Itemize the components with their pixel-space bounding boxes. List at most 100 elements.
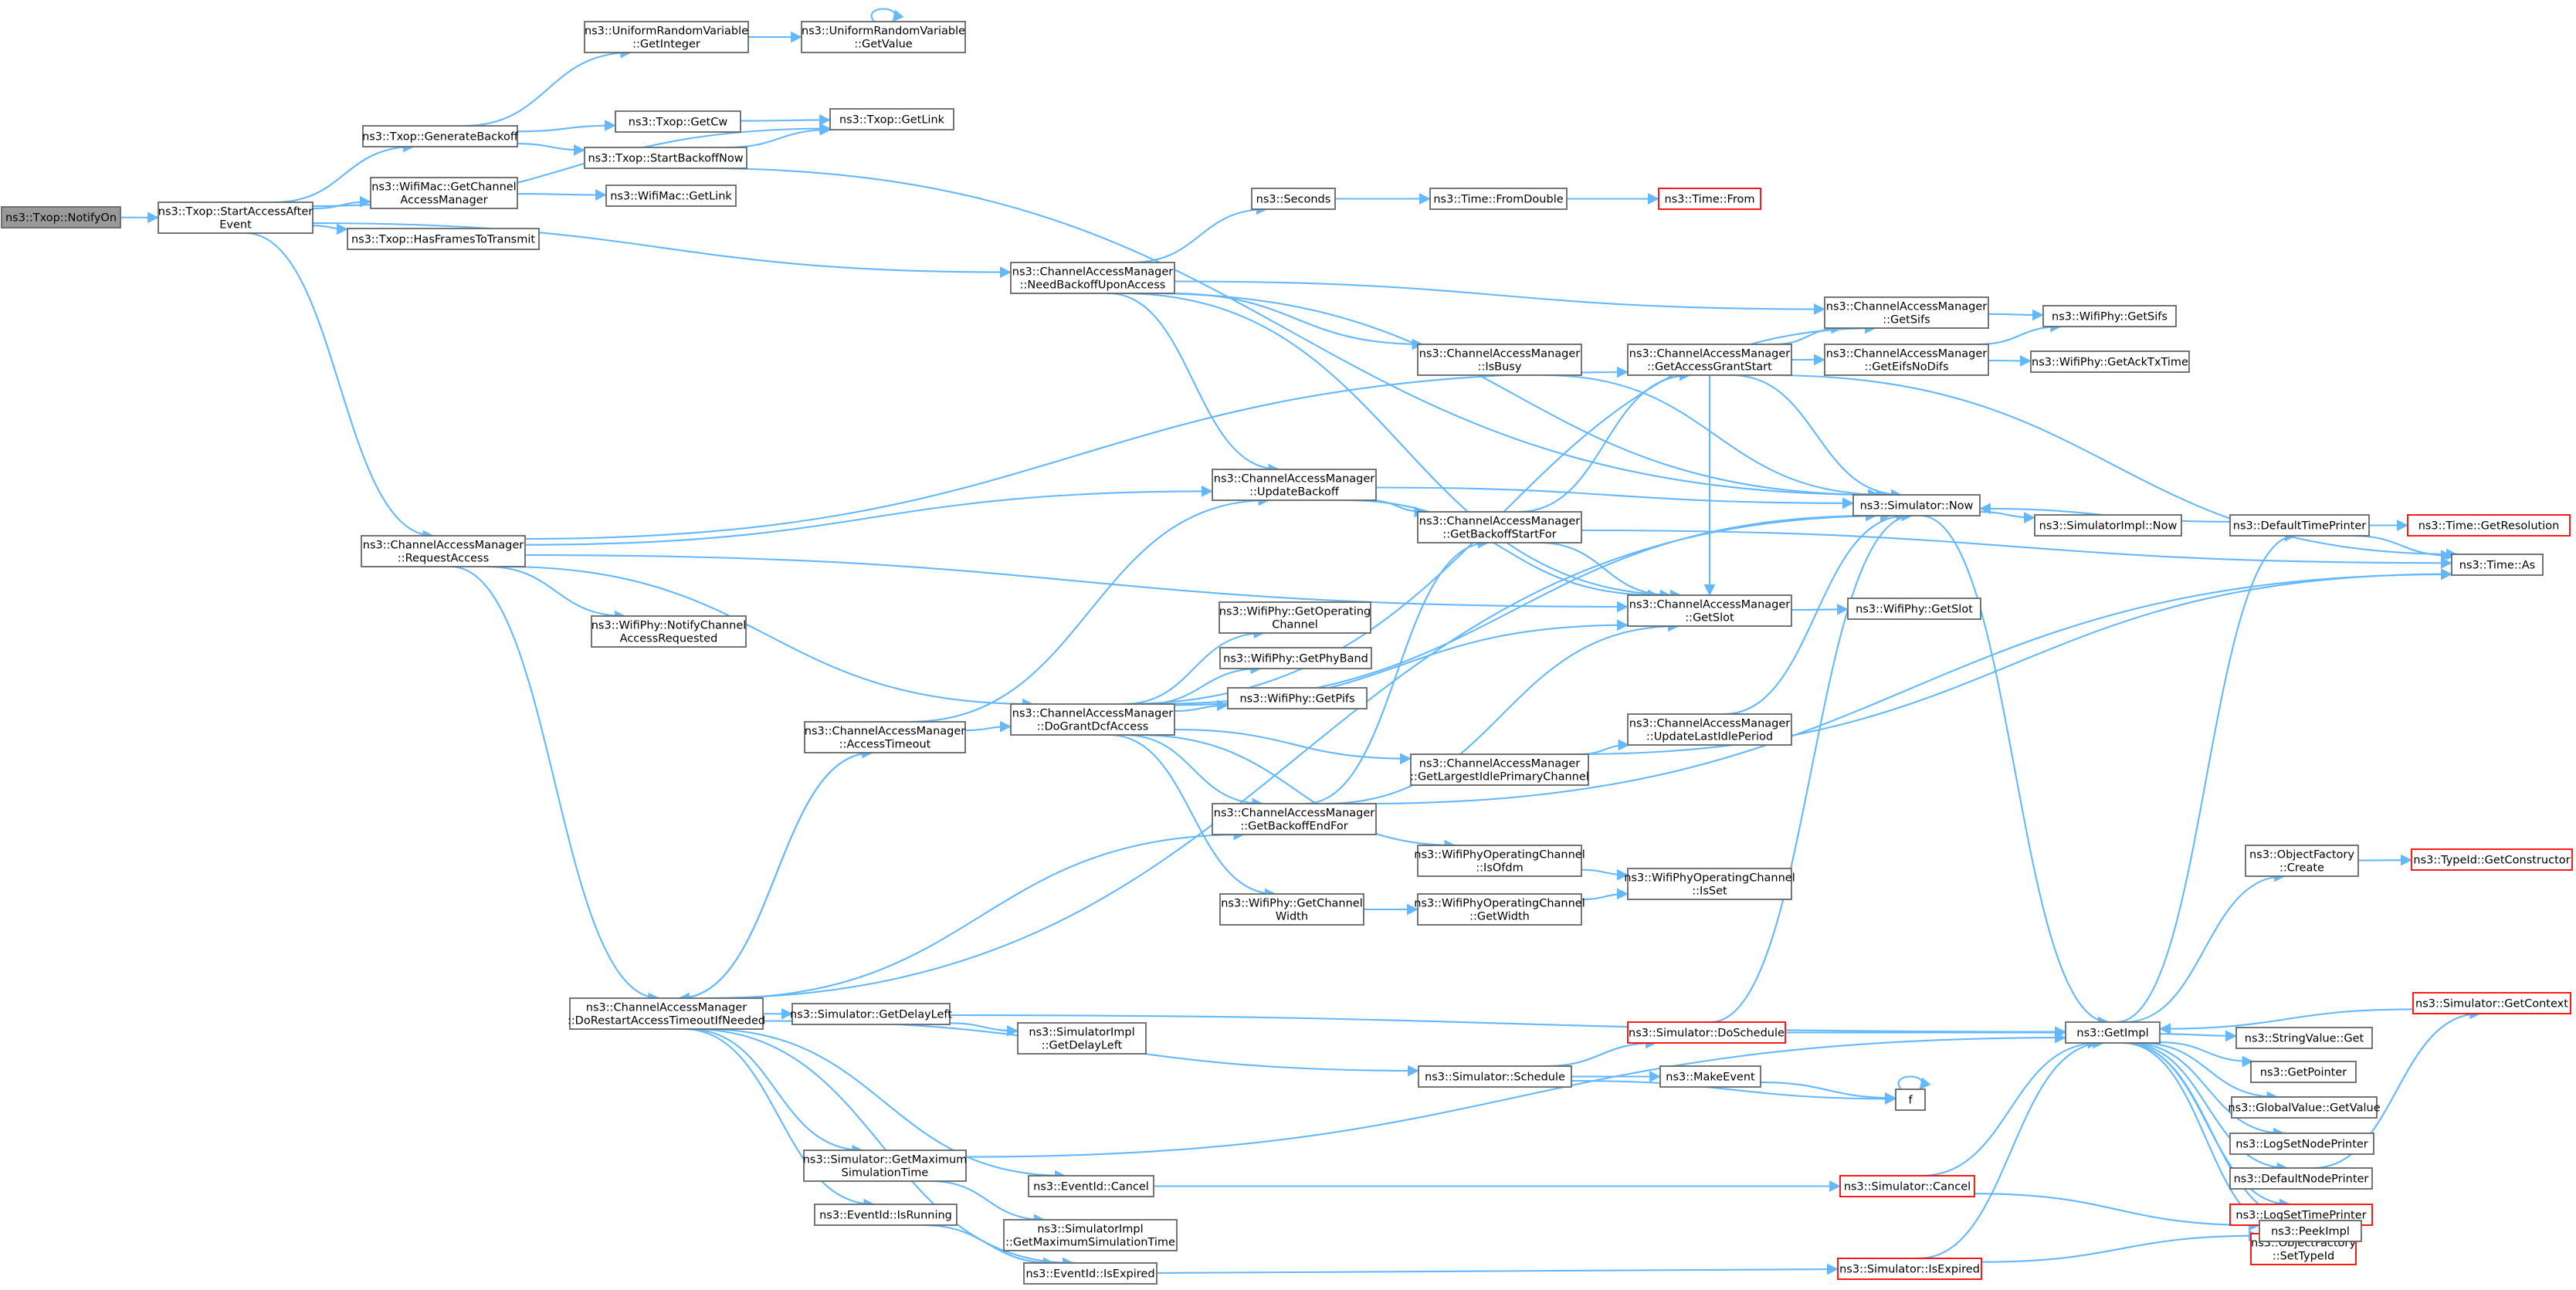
node-largestIdle[interactable]: ns3::ChannelAccessManager::GetLargestIdl…: [1410, 753, 1589, 786]
node-label: ns3::LogSetTimePrinter: [2235, 1210, 2366, 1222]
node-startBackoffNow[interactable]: ns3::Txop::StartBackoffNow: [584, 147, 747, 169]
node-getDelayLeft[interactable]: ns3::Simulator::GetDelayLeft: [790, 1003, 952, 1025]
node-defaultTimePrinter[interactable]: ns3::DefaultTimePrinter: [2229, 514, 2370, 537]
node-isSet[interactable]: ns3::WifiPhyOperatingChannel::IsSet: [1624, 868, 1795, 900]
node-updateLastIdle[interactable]: ns3::ChannelAccessManager::UpdateLastIdl…: [1627, 713, 1792, 746]
node-label: ns3::ChannelAccessManager: [1214, 808, 1375, 820]
edge-doGrant-to-getPhyBand: [1144, 662, 1263, 706]
node-globalValueGet[interactable]: ns3::GlobalValue::GetValue: [2228, 1096, 2381, 1119]
node-label: ::UpdateBackoff: [1249, 486, 1340, 499]
node-backoffEndFor[interactable]: ns3::ChannelAccessManager::GetBackoffEnd…: [1212, 803, 1377, 835]
node-notifyChannelReq[interactable]: ns3::WifiPhy::NotifyChannelAccessRequest…: [591, 615, 747, 648]
node-stringValueGet[interactable]: ns3::StringValue::Get: [2235, 1027, 2373, 1049]
node-doGrant[interactable]: ns3::ChannelAccessManager::DoGrantDcfAcc…: [1010, 703, 1175, 736]
node-box: [1212, 803, 1377, 835]
node-wifiMacGetLink[interactable]: ns3::WifiMac::GetLink: [605, 185, 737, 207]
node-notifyOn[interactable]: ns3::Txop::NotifyOn: [1, 206, 121, 229]
node-hasFrames[interactable]: ns3::Txop::HasFramesToTransmit: [347, 228, 540, 250]
node-simImplNow[interactable]: ns3::SimulatorImpl::Now: [2034, 514, 2182, 537]
node-getContext[interactable]: ns3::Simulator::GetContext: [2412, 992, 2571, 1014]
node-ackTxTime[interactable]: ns3::WifiPhy::GetAckTxTime: [2030, 350, 2190, 373]
node-label: Event: [219, 219, 252, 232]
node-phyGetSlot[interactable]: ns3::WifiPhy::GetSlot: [1847, 598, 1981, 620]
node-updateBackoff[interactable]: ns3::ChannelAccessManager::UpdateBackoff: [1212, 469, 1377, 501]
edge-startAccess-to-requestAccess: [245, 232, 435, 542]
node-label: ns3::Simulator::Cancel: [1844, 1181, 1971, 1194]
node-simIsExpired[interactable]: ns3::Simulator::IsExpired: [1837, 1258, 1982, 1280]
node-fromDouble[interactable]: ns3::Time::FromDouble: [1429, 188, 1568, 210]
node-box: [2042, 305, 2177, 327]
node-timeAs[interactable]: ns3::Time::As: [2451, 554, 2544, 576]
node-getMaxSim[interactable]: ns3::Simulator::GetMaximumSimulationTime: [803, 1149, 968, 1182]
edge-accessGrantStart-to-simNow: [1731, 374, 1903, 501]
node-backoffStartFor[interactable]: ns3::ChannelAccessManager::GetBackoffSta…: [1417, 511, 1582, 543]
node-defaultNodePrinter[interactable]: ns3::DefaultNodePrinter: [2229, 1167, 2373, 1190]
node-isBusy[interactable]: ns3::ChannelAccessManager::IsBusy: [1417, 344, 1582, 376]
node-label: ::GetSlot: [1685, 612, 1734, 625]
node-doRestart[interactable]: ns3::ChannelAccessManager::DoRestartAcce…: [568, 997, 765, 1030]
node-box: [1417, 344, 1582, 376]
node-label: Channel: [1272, 619, 1318, 631]
edge-doGrant-to-isOfdm: [1137, 733, 1456, 852]
node-box: [791, 1003, 951, 1025]
node-seconds[interactable]: ns3::Seconds: [1251, 188, 1336, 210]
node-peekImpl[interactable]: ns3::PeekImpl: [2259, 1220, 2362, 1242]
edge-doRestart-to-eventCancel: [704, 1028, 1066, 1182]
node-phyGetSifs[interactable]: ns3::WifiPhy::GetSifs: [2042, 305, 2177, 327]
node-simCancel[interactable]: ns3::Simulator::Cancel: [1839, 1175, 1975, 1197]
node-logSetNode[interactable]: ns3::LogSetNodePrinter: [2229, 1133, 2374, 1155]
node-getCw[interactable]: ns3::Txop::GetCw: [615, 110, 741, 133]
node-genBackoff[interactable]: ns3::Txop::GenerateBackoff: [362, 125, 519, 147]
node-txopGetLink[interactable]: ns3::Txop::GetLink: [829, 108, 954, 130]
node-getPointer[interactable]: ns3::GetPointer: [2250, 1061, 2357, 1083]
node-fNode[interactable]: f: [1895, 1089, 1926, 1111]
node-isOfdm[interactable]: ns3::WifiPhyOperatingChannel::IsOfdm: [1414, 845, 1585, 877]
node-layer: ns3::Txop::NotifyOn ns3::Txop::StartAcces…: [1, 21, 2573, 1285]
node-needBackoff[interactable]: ns3::ChannelAccessManager::NeedBackoffUp…: [1010, 262, 1175, 294]
node-label: ns3::Txop::StartBackoffNow: [588, 153, 743, 165]
edge-simSchedule-to-fNode: [1571, 1079, 1896, 1105]
node-label: ns3::Txop::GetCw: [629, 117, 728, 129]
node-eifsNoDifs[interactable]: ns3::ChannelAccessManager::GetEifsNoDifs: [1824, 344, 1989, 376]
node-requestAccess[interactable]: ns3::ChannelAccessManager::RequestAccess: [361, 535, 526, 567]
node-getSifs[interactable]: ns3::ChannelAccessManager::GetSifs: [1824, 296, 1989, 329]
node-simImplDelayLeft[interactable]: ns3::SimulatorImpl::GetDelayLeft: [1017, 1022, 1147, 1055]
edge-doGrant-to-getOpChannel: [1123, 627, 1266, 706]
node-label: ns3::ChannelAccessManager: [1012, 266, 1174, 279]
node-ofCreate[interactable]: ns3::ObjectFactory::Create: [2245, 845, 2359, 877]
node-simSchedule[interactable]: ns3::Simulator::Schedule: [1418, 1065, 1572, 1088]
node-getPifs[interactable]: ns3::WifiPhy::GetPifs: [1227, 687, 1368, 709]
node-uniGetInt[interactable]: ns3::UniformRandomVariable::GetInteger: [584, 21, 749, 53]
node-label: ns3::EventId::IsExpired: [1025, 1268, 1154, 1281]
node-eventIsExpired[interactable]: ns3::EventId::IsExpired: [1023, 1262, 1158, 1285]
node-accessTimeout[interactable]: ns3::ChannelAccessManager::AccessTimeout: [804, 721, 966, 753]
node-makeEvent[interactable]: ns3::MakeEvent: [1659, 1065, 1761, 1088]
edge-needBackoff-to-simNow: [1148, 292, 1879, 501]
node-eventIsRunning[interactable]: ns3::EventId::IsRunning: [814, 1204, 958, 1226]
node-doSchedule[interactable]: ns3::Simulator::DoSchedule: [1627, 1021, 1786, 1044]
node-timeFrom[interactable]: ns3::Time::From: [1658, 188, 1761, 210]
node-label: ns3::EventId::IsRunning: [819, 1210, 952, 1222]
edge-startAccess-to-hasFrames: [312, 223, 348, 235]
node-label: AccessRequested: [620, 633, 718, 645]
node-eventCancel[interactable]: ns3::EventId::Cancel: [1028, 1175, 1154, 1197]
node-label: ns3::Time::As: [2459, 560, 2535, 572]
node-simImplMaxSim[interactable]: ns3::SimulatorImpl::GetMaximumSimulation…: [1003, 1219, 1178, 1251]
node-getImpl[interactable]: ns3::GetImpl: [2065, 1021, 2161, 1044]
node-getSlot[interactable]: ns3::ChannelAccessManager::GetSlot: [1627, 594, 1792, 627]
edge-getImpl-to-logSetNode: [2130, 1041, 2285, 1139]
node-box: [1824, 296, 1989, 329]
node-box: [829, 108, 954, 130]
edge-isBusy-to-simNow: [1544, 374, 1888, 501]
node-getResolution[interactable]: ns3::Time::GetResolution: [2407, 514, 2571, 537]
node-uniGetVal[interactable]: ns3::UniformRandomVariable::GetValue: [801, 21, 966, 53]
node-opGetWidth[interactable]: ns3::WifiPhyOperatingChannel::GetWidth: [1414, 893, 1585, 926]
node-getConstructor[interactable]: ns3::TypeId::GetConstructor: [2411, 848, 2573, 871]
node-accessGrantStart[interactable]: ns3::ChannelAccessManager::GetAccessGran…: [1627, 344, 1792, 376]
node-simNow[interactable]: ns3::Simulator::Now: [1852, 494, 1981, 516]
node-getPhyBand[interactable]: ns3::WifiPhy::GetPhyBand: [1219, 647, 1372, 669]
